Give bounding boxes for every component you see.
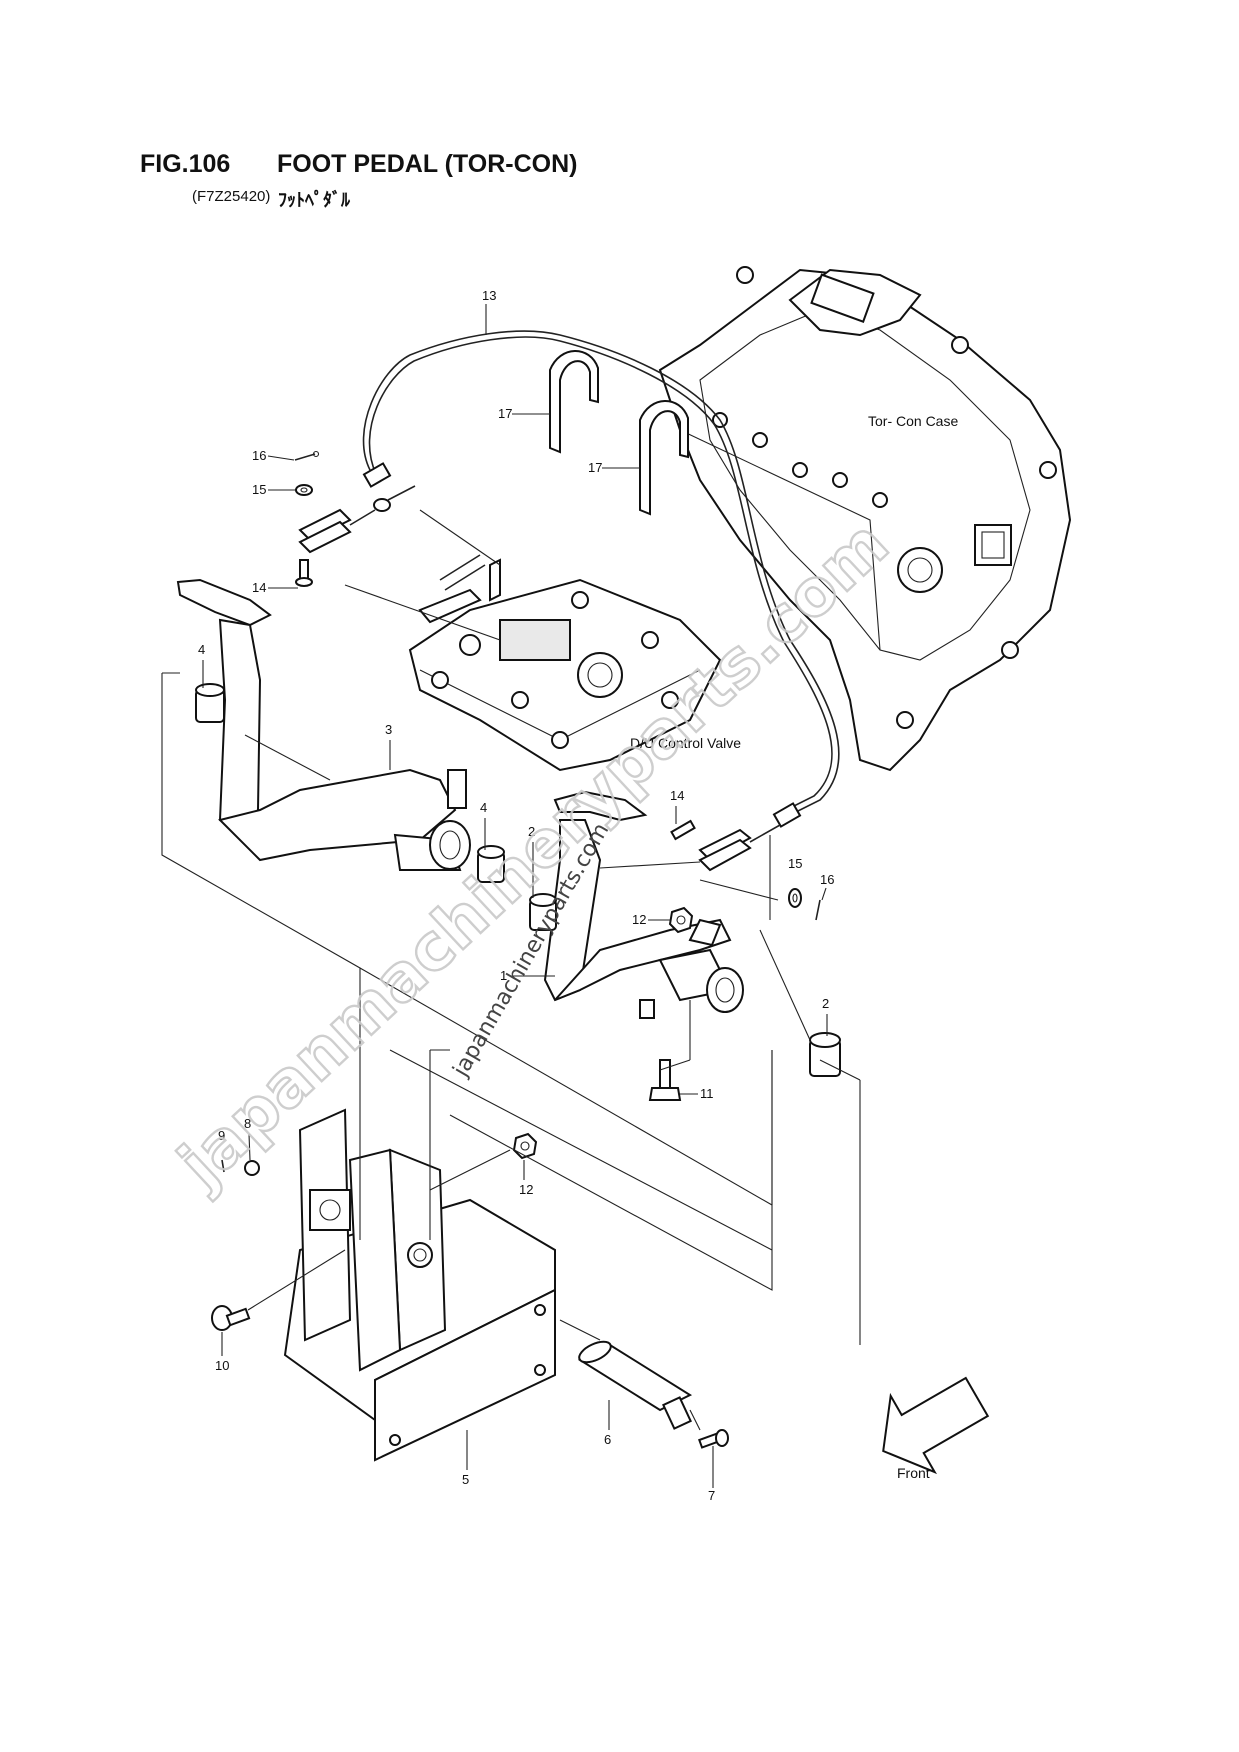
- bushing-4a: [195, 683, 225, 723]
- callout-1: 1: [500, 968, 507, 983]
- callout-11: 11: [700, 1086, 714, 1101]
- callout-3: 3: [385, 722, 392, 737]
- bolt-10: [211, 1305, 251, 1331]
- callout-8: 8: [244, 1116, 251, 1131]
- clevis-upper: [298, 485, 416, 554]
- label-control-valve: D/U Control Valve: [630, 735, 741, 751]
- callout-17b: 17: [588, 460, 602, 475]
- cable-13: [362, 330, 840, 828]
- bolt-11: [648, 1059, 682, 1101]
- pin-14: [295, 559, 313, 587]
- torcon-case: [658, 266, 1072, 772]
- callout-12a: 12: [632, 912, 646, 927]
- callout-9: 9: [218, 1128, 225, 1143]
- label-torcon-case: Tor- Con Case: [868, 413, 958, 429]
- assembly-guide-lines: [161, 509, 861, 1431]
- figure-header: FIG.106 FOOT PEDAL (TOR-CON) (F7Z25420) …: [140, 150, 740, 230]
- clevis-lower: [698, 824, 781, 872]
- callout-7: 7: [708, 1488, 715, 1503]
- figure-title: FOOT PEDAL (TOR-CON): [277, 150, 578, 178]
- pedal-bracket-5: [283, 1108, 556, 1462]
- callout-14a: 14: [252, 580, 266, 595]
- callout-16a: 16: [252, 448, 266, 463]
- callout-13: 13: [482, 288, 496, 303]
- callout-4a: 4: [198, 642, 205, 657]
- cable-clamp-17b: [639, 400, 689, 516]
- cotter-pin-16b: [815, 899, 821, 921]
- figure-code: (F7Z25420): [192, 188, 271, 205]
- bushing-4b: [477, 845, 505, 883]
- bushing-2a: [529, 893, 557, 931]
- callout-12b: 12: [519, 1182, 533, 1197]
- callout-15b: 15: [788, 856, 802, 871]
- callout-15a: 15: [252, 482, 266, 497]
- label-front: Front: [897, 1465, 930, 1481]
- callout-6: 6: [604, 1432, 611, 1447]
- bolt-7: [698, 1429, 729, 1449]
- callout-4b: 4: [480, 800, 487, 815]
- cotter-pin-16: [294, 450, 320, 461]
- bolt-8: [244, 1160, 260, 1176]
- nut-12b: [512, 1132, 538, 1160]
- callout-2b: 2: [822, 996, 829, 1011]
- pedal-1: [543, 790, 744, 1019]
- pin-14b: [670, 819, 696, 841]
- front-arrow-icon: [882, 1376, 990, 1475]
- callout-14b: 14: [670, 788, 684, 803]
- cable-clamp-17a: [549, 350, 599, 454]
- du-control-valve: [408, 554, 722, 772]
- bushing-2b: [809, 1032, 841, 1077]
- callout-17a: 17: [498, 406, 512, 421]
- spring-9: [221, 1159, 225, 1173]
- callout-10: 10: [215, 1358, 229, 1373]
- figure-title-japanese: ﾌｯﾄﾍﾟﾀﾞﾙ: [278, 190, 350, 210]
- washer-15: [295, 484, 313, 496]
- pivot-pin-6: [577, 1340, 693, 1430]
- figure-number: FIG.106: [140, 150, 231, 178]
- washer-15b: [788, 888, 802, 908]
- pedal-3: [176, 578, 471, 871]
- callout-16b: 16: [820, 872, 834, 887]
- callout-5: 5: [462, 1472, 469, 1487]
- callout-2a: 2: [528, 824, 535, 839]
- nut-12a: [668, 906, 694, 934]
